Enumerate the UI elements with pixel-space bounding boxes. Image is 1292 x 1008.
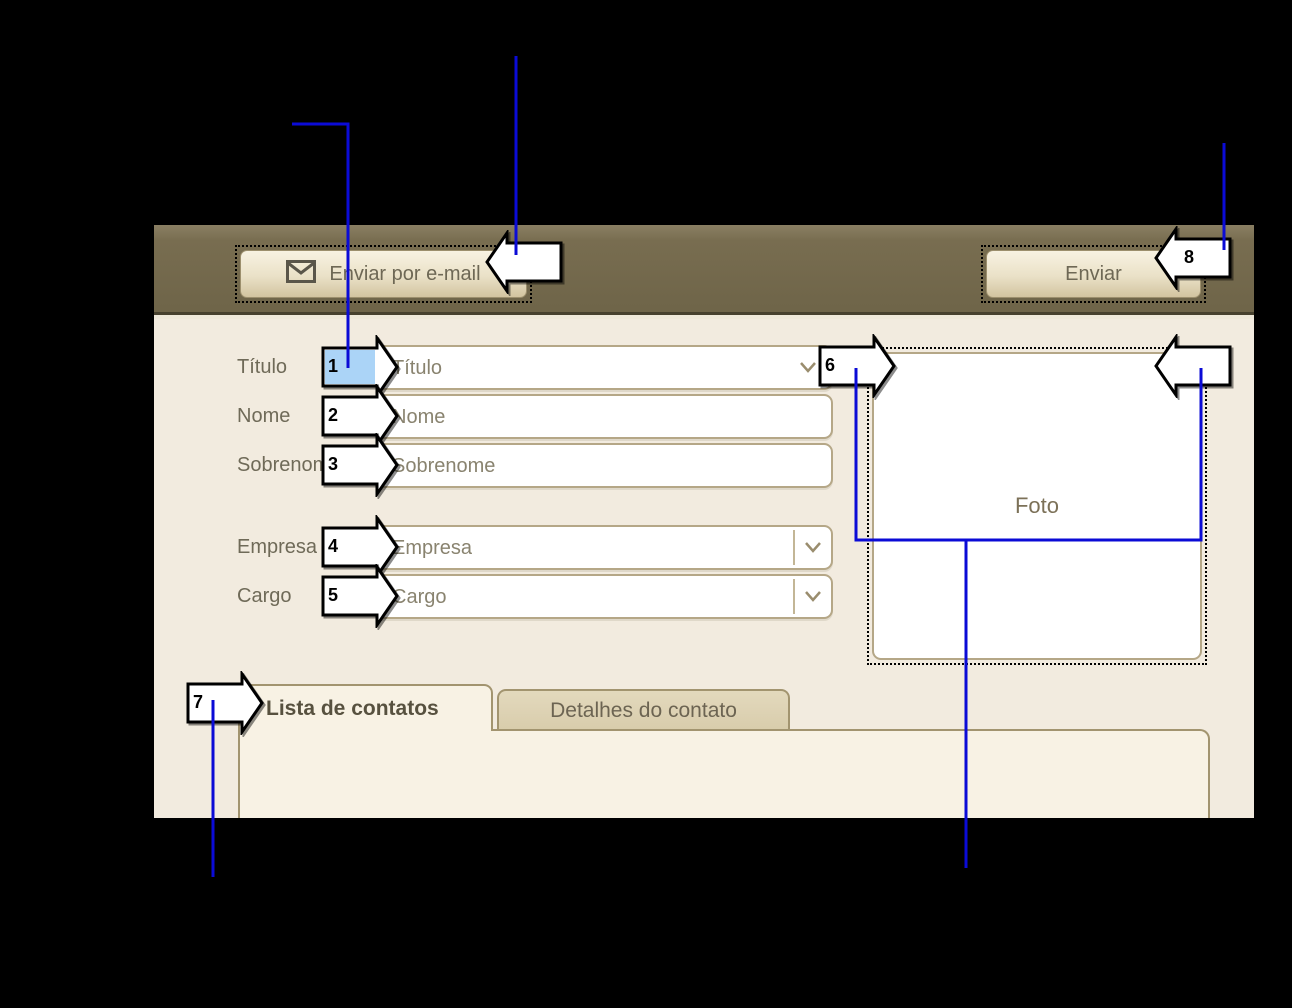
combo-separator	[793, 530, 795, 565]
tab-lista-de-contatos[interactable]: Lista de contatos	[238, 684, 493, 731]
contact-form-window: Enviar por e-mail Enviar Título Nome Sob…	[154, 225, 1254, 818]
send-by-email-button[interactable]: Enviar por e-mail	[240, 250, 527, 298]
callout-arrow-photo	[1154, 334, 1232, 398]
photo-placeholder-label: Foto	[1014, 493, 1060, 518]
callout-number: 4	[328, 535, 339, 556]
nome-label: Nome	[237, 405, 291, 427]
callout-arrow-4: 4	[321, 515, 399, 579]
combo-separator	[793, 579, 795, 614]
callout-number: 1	[328, 355, 339, 376]
callout-arrow-3: 3	[321, 433, 399, 497]
nome-input[interactable]: Nome	[373, 394, 833, 439]
titulo-combobox[interactable]: Título	[373, 345, 833, 390]
callout-arrow-email	[485, 230, 563, 294]
callout-number: 6	[825, 354, 836, 375]
titulo-placeholder: Título	[392, 357, 443, 379]
chevron-down-icon[interactable]	[804, 589, 822, 603]
contact-list-panel	[238, 729, 1210, 818]
sobrenome-input[interactable]: Sobrenome	[373, 443, 833, 488]
nome-placeholder: Nome	[392, 406, 446, 428]
callout-number: 3	[328, 453, 339, 474]
tab-detalhes-label: Detalhes do contato	[550, 699, 737, 722]
tab-lista-label: Lista de contatos	[266, 696, 439, 720]
photo-frame[interactable]: Foto	[872, 352, 1202, 660]
envelope-icon	[286, 259, 317, 289]
send-by-email-label: Enviar por e-mail	[329, 262, 481, 285]
callout-arrow-6: 6	[818, 334, 896, 398]
photo-frame-focus: Foto	[867, 347, 1207, 665]
chevron-down-icon[interactable]	[804, 540, 822, 554]
callout-arrow-8: 8	[1154, 226, 1232, 290]
callout-number: 8	[1184, 246, 1195, 267]
empresa-placeholder: Empresa	[392, 537, 473, 559]
callout-arrow-2: 2	[321, 384, 399, 448]
empresa-label: Empresa	[237, 536, 318, 558]
send-label: Enviar	[1065, 262, 1122, 285]
sobrenome-placeholder: Sobrenome	[392, 455, 496, 477]
callout-number: 2	[328, 404, 339, 425]
callout-arrow-7: 7	[186, 671, 264, 735]
titulo-label: Título	[237, 356, 288, 378]
cargo-placeholder: Cargo	[392, 586, 447, 608]
chevron-down-icon[interactable]	[799, 360, 817, 374]
callout-number: 5	[328, 584, 339, 605]
sobrenome-label: Sobrenome	[237, 454, 341, 476]
tab-detalhes-do-contato[interactable]: Detalhes do contato	[497, 689, 790, 731]
empresa-combobox[interactable]: Empresa	[373, 525, 833, 570]
callout-number: 7	[193, 691, 204, 712]
callout-arrow-5: 5	[321, 564, 399, 628]
cargo-label: Cargo	[237, 585, 292, 607]
cargo-combobox[interactable]: Cargo	[373, 574, 833, 619]
